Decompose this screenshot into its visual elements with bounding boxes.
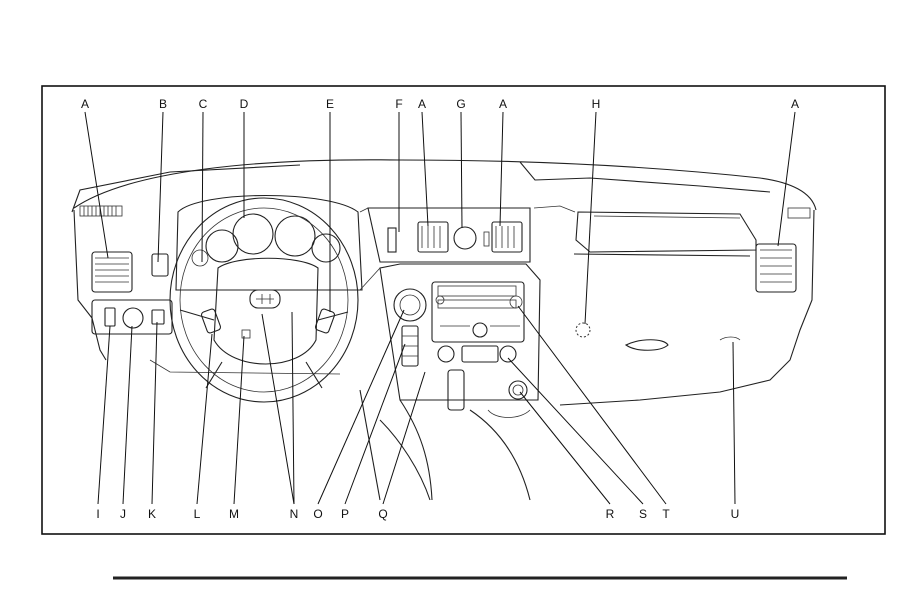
callout-label-a-center-left: A — [418, 97, 426, 111]
callout-label-l: L — [194, 507, 201, 521]
callout-label-a-left: A — [81, 97, 89, 111]
callout-label-q: Q — [378, 507, 387, 521]
callout-label-o: O — [313, 507, 322, 521]
callout-label-i: I — [96, 507, 99, 521]
callout-label-m: M — [229, 507, 239, 521]
callout-label-f: F — [395, 97, 402, 111]
callout-label-u: U — [731, 507, 740, 521]
callout-label-r: R — [606, 507, 615, 521]
callout-label-k: K — [148, 507, 156, 521]
callout-label-a-right: A — [791, 97, 799, 111]
figure-frame — [42, 86, 885, 534]
callout-label-t: T — [662, 507, 670, 521]
callout-label-s: S — [639, 507, 647, 521]
callout-label-e: E — [326, 97, 334, 111]
callout-label-p: P — [341, 507, 349, 521]
callout-label-j: J — [120, 507, 126, 521]
callout-label-n: N — [290, 507, 299, 521]
callout-label-b: B — [159, 97, 167, 111]
callout-labels-top: A B C D E F A G A H A — [81, 97, 799, 111]
dashboard-illustration — [72, 160, 816, 500]
callout-label-c: C — [199, 97, 208, 111]
callout-label-g: G — [456, 97, 465, 111]
callout-label-a-center-right: A — [499, 97, 507, 111]
callout-label-h: H — [592, 97, 601, 111]
callout-labels-bottom: I J K L M N O P Q R S T U — [96, 507, 739, 521]
callout-label-d: D — [240, 97, 249, 111]
